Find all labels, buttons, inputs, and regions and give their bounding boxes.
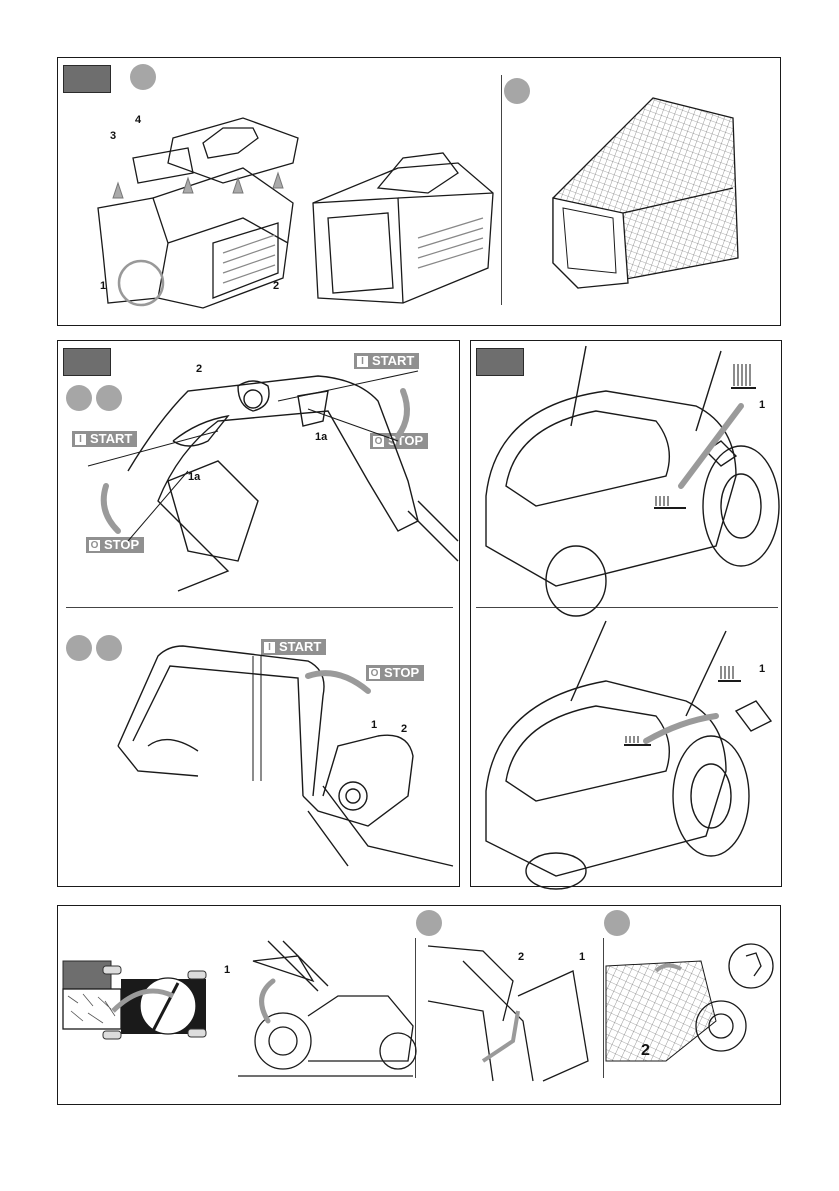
callout-1: 1 (100, 280, 107, 292)
callout-2: 2 (196, 363, 203, 375)
mower-side-view-drawing (238, 940, 417, 1077)
figure-tag (476, 348, 524, 376)
start-label-text: START (372, 353, 415, 368)
step-dot-d (96, 635, 122, 661)
grass-box-lift-drawing (427, 945, 589, 1082)
grass-bag-detach-drawing (605, 943, 774, 1062)
callout-1: 1 (759, 399, 766, 411)
handle-side-view-drawing (117, 645, 454, 867)
figure-tag (63, 65, 111, 93)
panel-divider (415, 938, 416, 1078)
callout-2: 2 (273, 280, 280, 292)
step-dot-b (504, 78, 530, 104)
panel-grass-box-assembly: 4 3 1 2 (57, 57, 781, 326)
callout-1: 1 (224, 964, 231, 976)
start-symbol: I (75, 433, 86, 445)
callout-1: 1 (759, 663, 766, 675)
callout-1: 1 (371, 719, 378, 731)
panel-divider (66, 607, 453, 608)
stop-label-text: STOP (104, 537, 140, 552)
panel-divider (476, 607, 778, 608)
start-label: I START (354, 353, 420, 369)
callout-4: 4 (135, 114, 142, 126)
callout-1: 1 (579, 951, 586, 963)
panel-height-adjustment: 1 1 (470, 340, 782, 890)
start-label: I START (72, 431, 138, 447)
step-dot-a (416, 910, 442, 936)
callout-2: 2 (518, 951, 525, 963)
stop-symbol: O (89, 539, 100, 551)
stop-label: O STOP (366, 665, 425, 681)
step-dot-a (130, 64, 156, 90)
step-dot-c (66, 635, 92, 661)
start-label-text: START (279, 639, 322, 654)
panel-emptying-grass-box: 1 2 1 2 (57, 905, 781, 1105)
callout-1a: 1a (315, 431, 328, 443)
start-symbol: I (264, 641, 275, 653)
start-label-text: START (90, 431, 133, 446)
step-dot-b (96, 385, 122, 411)
step-dot-a (66, 385, 92, 411)
mower-height-down-drawing (485, 620, 773, 890)
start-label: I START (261, 639, 327, 655)
callout-2: 2 (641, 1042, 650, 1059)
callout-2: 2 (401, 723, 408, 735)
stop-label-text: STOP (384, 665, 420, 680)
callout-1a: 1a (188, 471, 201, 483)
stop-label: O STOP (86, 537, 145, 553)
figure-tag (63, 348, 111, 376)
callout-3: 3 (110, 130, 117, 142)
mower-height-up-drawing (485, 345, 780, 617)
grass-box-assembled-drawing (312, 152, 494, 304)
step-dot-b (604, 910, 630, 936)
start-symbol: I (357, 355, 368, 367)
panel-divider (603, 938, 604, 1078)
fabric-grass-bag-drawing (552, 97, 739, 289)
stop-symbol: O (369, 667, 380, 679)
panel-start-stop-switch: I START I START O STOP O STOP (57, 340, 460, 887)
panel-divider (501, 75, 502, 305)
stop-symbol: O (373, 435, 384, 447)
handle-top-view-drawing (87, 370, 459, 592)
grass-box-exploded-drawing (97, 117, 299, 309)
mower-top-view-drawing (62, 960, 207, 1040)
